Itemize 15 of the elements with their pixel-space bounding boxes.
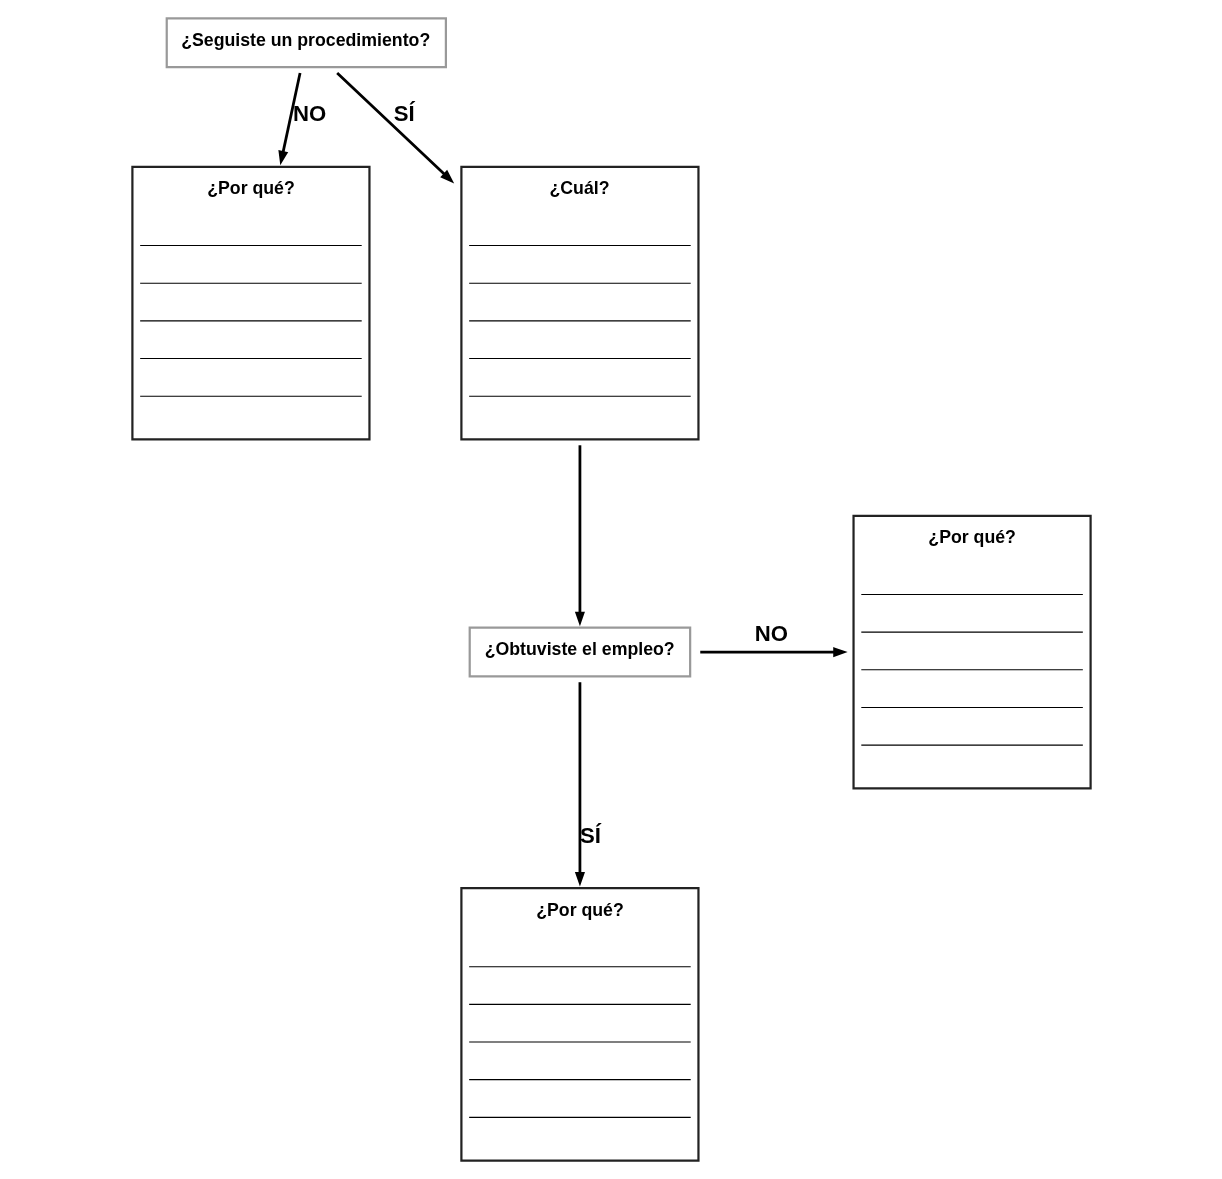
arrow [335,72,454,184]
arrow [277,72,301,166]
node-box: ¿Por qué? [459,886,700,1162]
node-box: ¿Obtuviste el empleo? [468,626,691,678]
node-box: ¿Por qué? [851,514,1092,790]
edge-label: SÍ [579,822,601,848]
edge-label: NO [754,621,788,647]
node-box: ¿Cuál? [459,165,700,441]
arrow [574,445,585,627]
edge-label: SÍ [393,101,415,127]
node-box: ¿Seguiste un procedimiento? [165,17,447,69]
node-box: ¿Por qué? [130,165,371,441]
arrow [574,682,585,887]
arrow [699,647,848,658]
edge-label: NO [292,101,326,127]
